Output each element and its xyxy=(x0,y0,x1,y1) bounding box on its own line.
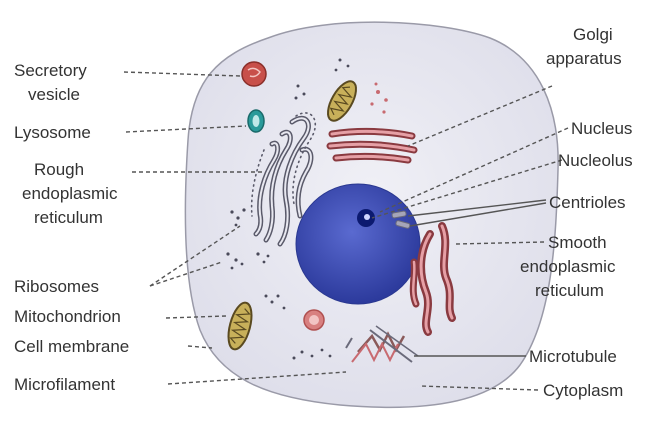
label-secretory-vesicle: Secretory vesicle xyxy=(14,61,91,104)
label-nucleus: Nucleus xyxy=(571,119,632,138)
label-rough-er: Rough endoplasmic reticulum xyxy=(22,160,122,227)
label-microfilament: Microfilament xyxy=(14,375,115,394)
label-cytoplasm: Cytoplasm xyxy=(543,381,623,400)
label-ribosomes: Ribosomes xyxy=(14,277,99,296)
label-microtubule: Microtubule xyxy=(529,347,617,366)
label-cell-membrane: Cell membrane xyxy=(14,337,129,356)
label-golgi: Golgi apparatus xyxy=(546,25,622,68)
secretory-vesicle-shape xyxy=(242,62,266,86)
label-centrioles: Centrioles xyxy=(549,193,626,212)
label-nucleolus: Nucleolus xyxy=(558,151,633,170)
label-mitochondrion: Mitochondrion xyxy=(14,307,121,326)
nucleolus-highlight xyxy=(364,214,370,220)
label-lysosome: Lysosome xyxy=(14,123,91,142)
